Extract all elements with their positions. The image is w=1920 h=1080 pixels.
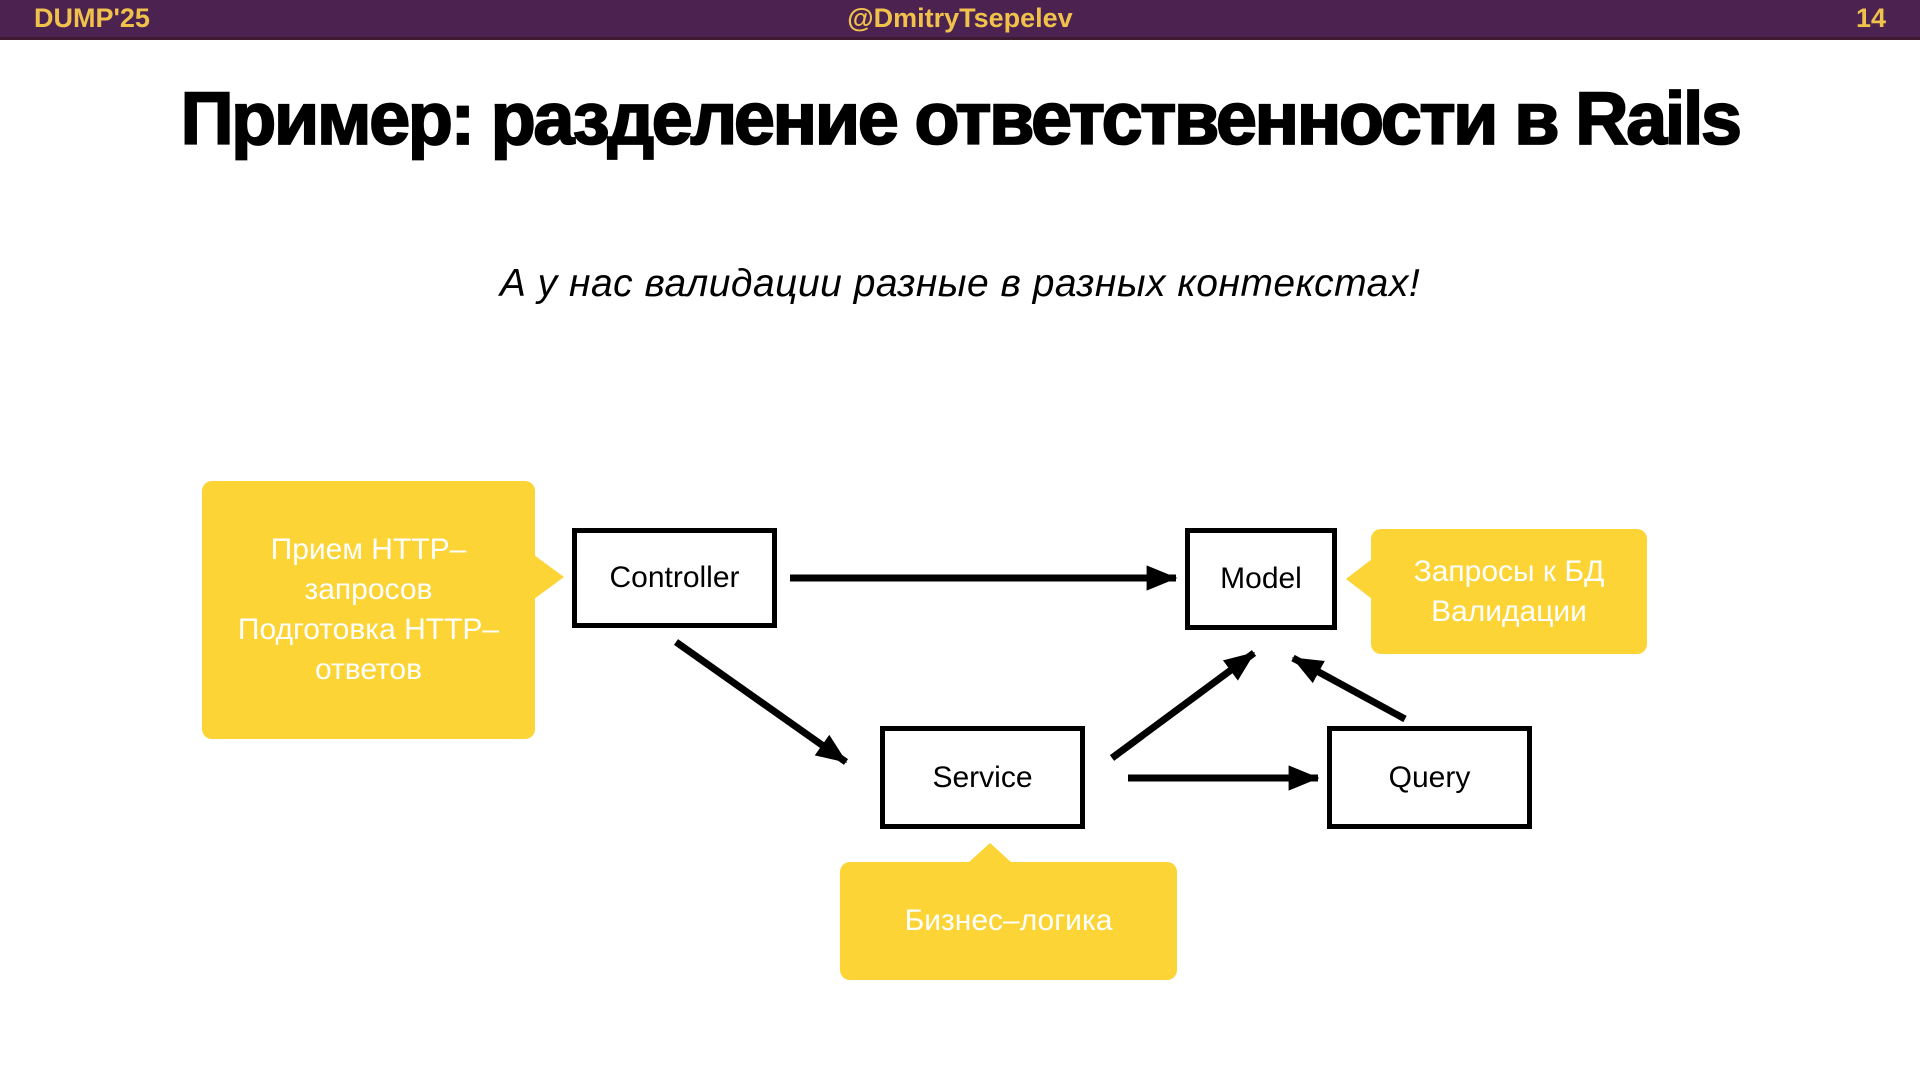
node-controller: Controller — [572, 528, 777, 628]
callout-service-text: Бизнес–логика — [904, 904, 1113, 937]
callout-service-responsibilities: Бизнес–логика — [840, 843, 1177, 980]
node-controller-label: Controller — [609, 561, 740, 594]
arrow-query-to-model — [1291, 654, 1407, 723]
callout-controller-text: Прием HTTP– запросов Подготовка HTTP– от… — [237, 533, 500, 686]
callout-controller-responsibilities: Прием HTTP– запросов Подготовка HTTP– от… — [202, 481, 564, 739]
node-query: Query — [1327, 726, 1532, 829]
author-handle: @DmitryTsepelev — [847, 3, 1073, 33]
node-service-label: Service — [932, 760, 1033, 794]
arrow-service-to-model — [1109, 650, 1257, 761]
slide-title: Пример: разделение ответственности в Rai… — [180, 76, 1743, 161]
node-model: Model — [1185, 528, 1337, 630]
top-bar: DUMP'25 @DmitryTsepelev 14 — [0, 0, 1920, 40]
node-model-label: Model — [1220, 562, 1302, 595]
arrow-controller-to-service — [673, 639, 849, 765]
conference-name: DUMP'25 — [34, 3, 150, 33]
callout-tail-right-icon — [534, 555, 564, 599]
slide-subtitle: А у нас валидации разные в разных контек… — [499, 262, 1421, 305]
callout-model-responsibilities: Запросы к БД Валидации — [1346, 529, 1647, 654]
node-query-label: Query — [1388, 760, 1471, 794]
slide-number: 14 — [1855, 3, 1886, 33]
node-service: Service — [880, 726, 1085, 829]
callout-tail-left-icon — [1346, 559, 1372, 599]
callout-tail-up-icon — [968, 843, 1012, 863]
callout-model-text: Запросы к БД Валидации — [1413, 554, 1605, 628]
